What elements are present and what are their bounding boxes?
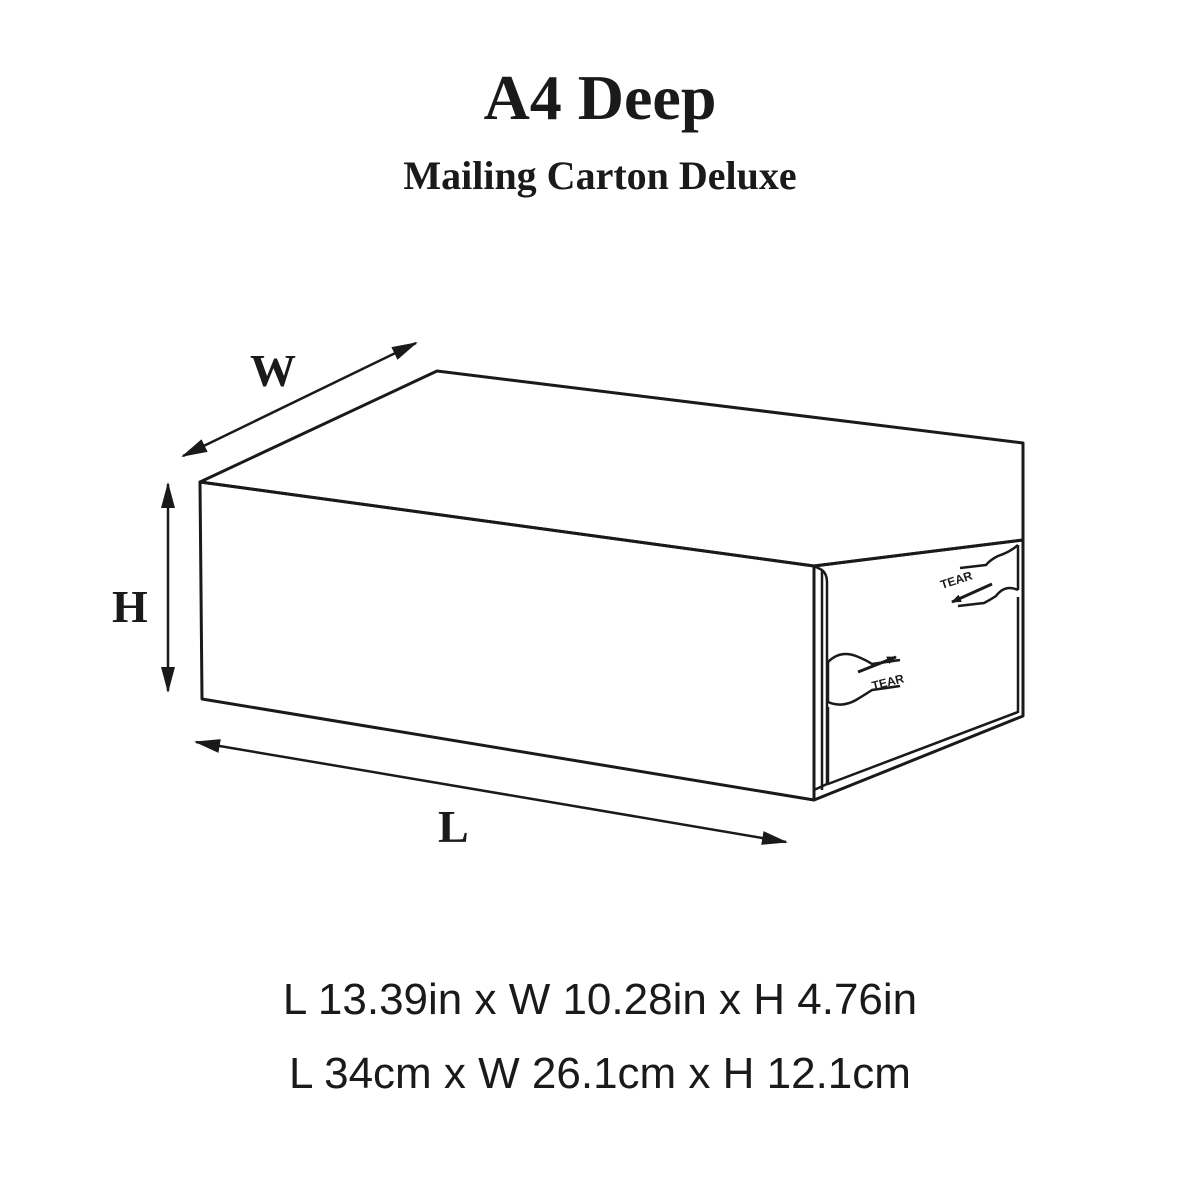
box-top-face	[198, 369, 1025, 568]
box-front-face	[198, 480, 816, 802]
width-label: W	[250, 345, 296, 396]
length-label: L	[438, 801, 469, 852]
tear-strip-upper: TEAR	[939, 544, 1020, 608]
length-dimension: L	[194, 739, 788, 852]
dimensions-metric: L 34cm x W 26.1cm x H 12.1cm	[289, 1049, 911, 1098]
tear-arrow-upper	[951, 582, 993, 604]
side-flap-detail	[813, 564, 1020, 792]
tear-strip-lower: TEAR	[826, 652, 906, 706]
tear-label-upper: TEAR	[939, 568, 975, 592]
height-label: H	[112, 581, 148, 632]
page-title: A4 Deep	[483, 62, 717, 133]
page-subtitle: Mailing Carton Deluxe	[403, 153, 797, 198]
tear-arrow-lower	[857, 655, 897, 674]
box-side-face	[812, 538, 1025, 802]
carton-box	[198, 369, 1025, 802]
tear-label-lower: TEAR	[870, 671, 905, 693]
height-dimension: H	[112, 482, 175, 693]
dimensions-imperial: L 13.39in x W 10.28in x H 4.76in	[282, 975, 918, 1024]
width-dimension: W	[181, 341, 418, 458]
